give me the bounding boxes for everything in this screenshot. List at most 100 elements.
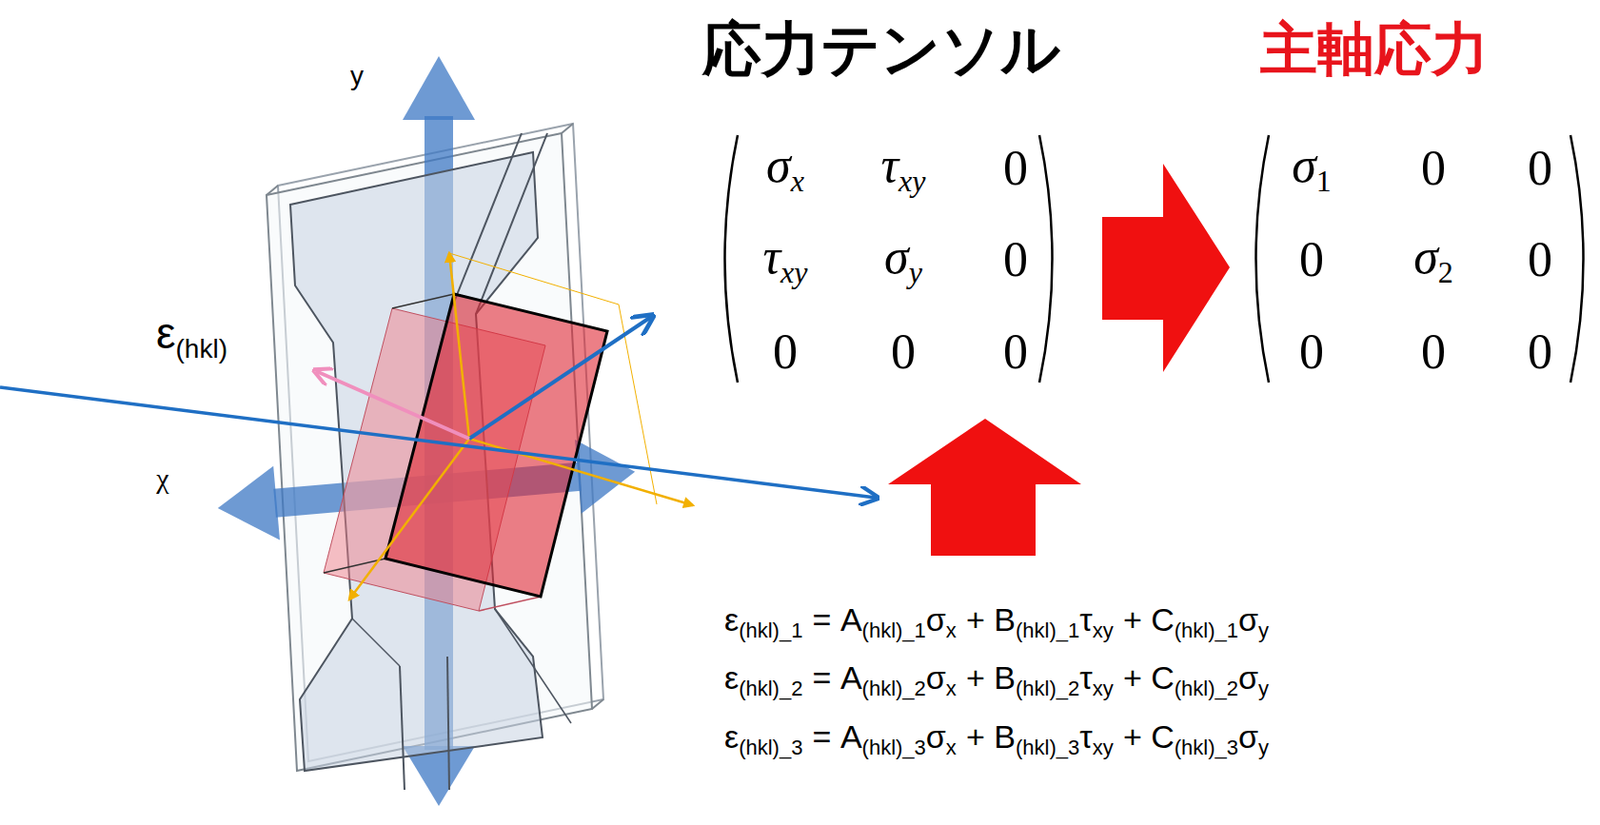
subscript: y [908,255,923,290]
matrix-symbol: 0 [1003,232,1028,287]
matrix-cell: σy [884,232,923,288]
strain-equation: ε(hkl)_1= A(hkl)_1σx+ B(hkl)_1τxy+ C(hkl… [724,603,1269,643]
matrix-brackets [725,135,1584,383]
subscript: (hkl) [176,334,228,364]
subscript: (hkl)_1 [1015,618,1080,643]
matrix-symbol: 0 [1527,232,1553,287]
equation-term: + B [966,659,1016,696]
equation-term: ε [724,718,739,755]
subscript: (hkl)_1 [738,618,803,643]
subscript: (hkl)_2 [738,676,803,701]
matrix-symbol: 0 [1421,140,1446,196]
subscript: (hkl)_1 [862,618,927,643]
subscript: (hkl)_3 [1174,735,1239,760]
equation-term: σ [1238,659,1259,696]
subscript: x [790,163,805,198]
equation-term: σ [926,601,947,638]
subscript: (hkl)_3 [738,735,803,760]
equation-term: + C [1123,601,1175,638]
matrix-symbol: 0 [1527,140,1553,196]
subscript: y [1258,676,1269,701]
equation-term: τ [1079,659,1092,696]
equation-term: = A [812,659,863,696]
matrix-symbol: 0 [1527,324,1553,379]
subscript: (hkl)_3 [862,735,927,760]
subscript: y [1258,735,1269,760]
equation-term: τ [1079,601,1092,638]
subscript: xy [780,255,808,290]
matrix-symbol: τ [880,138,899,193]
matrix-cell: 0 [1299,235,1324,285]
equation-term: + B [966,601,1016,638]
matrix-cell: 0 [1003,143,1028,194]
subscript: (hkl)_1 [1174,618,1239,643]
matrix-cell: 0 [1299,327,1324,377]
equation-term: σ [1238,601,1259,638]
matrix-symbol: σ [1291,138,1317,193]
diffraction-vector [469,316,652,439]
matrix-symbol: 0 [772,324,798,379]
equation-term: τ [1079,718,1092,755]
strain-equation: ε(hkl)_2= A(hkl)_2σx+ B(hkl)_2τxy+ C(hkl… [724,661,1269,701]
matrix-cell: 0 [1527,327,1553,377]
volume-element [323,294,608,612]
strain-label: ε(hkl) [150,307,234,367]
matrix-symbol: 0 [1003,140,1028,196]
subscript: 1 [1316,163,1332,198]
equation-term: σ [926,718,947,755]
matrix-cell: 0 [772,327,798,377]
matrix-cell: τxy [880,140,926,197]
subscript: 2 [1438,255,1454,290]
matrix-cell: 0 [1527,143,1553,194]
equation-term: + B [966,718,1016,755]
matrix-cell: 0 [1527,235,1553,285]
matrix-symbol: σ [884,229,909,284]
crystal-axes [349,253,693,600]
equation-term: σ [926,659,947,696]
input-arrow [888,418,1082,556]
beam-arrow [0,387,876,498]
subscript: y [1258,618,1269,643]
matrix-cell: 0 [1003,327,1028,377]
matrix-symbol: σ [1413,229,1439,284]
matrix-cell: 0 [890,327,916,377]
equation-term: + C [1123,718,1175,755]
matrix-cell: σ2 [1413,232,1454,288]
transform-arrow [1102,163,1230,373]
subscript: (hkl)_2 [1174,676,1239,701]
strain-equation: ε(hkl)_3= A(hkl)_3σx+ B(hkl)_3τxy+ C(hkl… [724,720,1269,760]
matrix-cell: τxy [762,232,808,288]
matrix-symbol: σ [766,138,791,193]
subscript: xy [1092,676,1114,701]
subscript: x [946,618,957,643]
matrix-symbol: 0 [890,324,916,379]
subscript: x [946,676,957,701]
matrix-cell: 0 [1421,143,1446,194]
matrix-symbol: 0 [1299,232,1324,287]
axis-label: y [350,62,364,90]
equation-term: ε [724,601,739,638]
equation-term: = A [812,601,863,638]
matrix-cell: 0 [1003,235,1028,285]
matrix-symbol: 0 [1299,324,1324,379]
matrix-cell: 0 [1421,327,1446,377]
axis-label: χ [156,464,169,494]
subscript: (hkl)_2 [1015,676,1080,701]
symbol: ε [156,308,177,358]
subscript: xy [898,163,926,198]
subscript: xy [1092,618,1114,643]
matrix-symbol: 0 [1421,324,1446,379]
subscript: xy [1092,735,1114,760]
equation-term: + C [1123,659,1175,696]
subscript: (hkl)_2 [862,676,927,701]
matrix-cell: σ1 [1291,140,1332,197]
load-arrows [214,56,638,807]
heading: 応力テンソル [702,19,1061,80]
subscript: (hkl)_3 [1015,735,1080,760]
matrix-symbol: 0 [1003,324,1028,379]
matrix-cell: σx [766,140,805,197]
matrix-symbol: τ [762,229,781,284]
equation-term: ε [724,659,739,696]
equation-term: = A [812,718,863,755]
